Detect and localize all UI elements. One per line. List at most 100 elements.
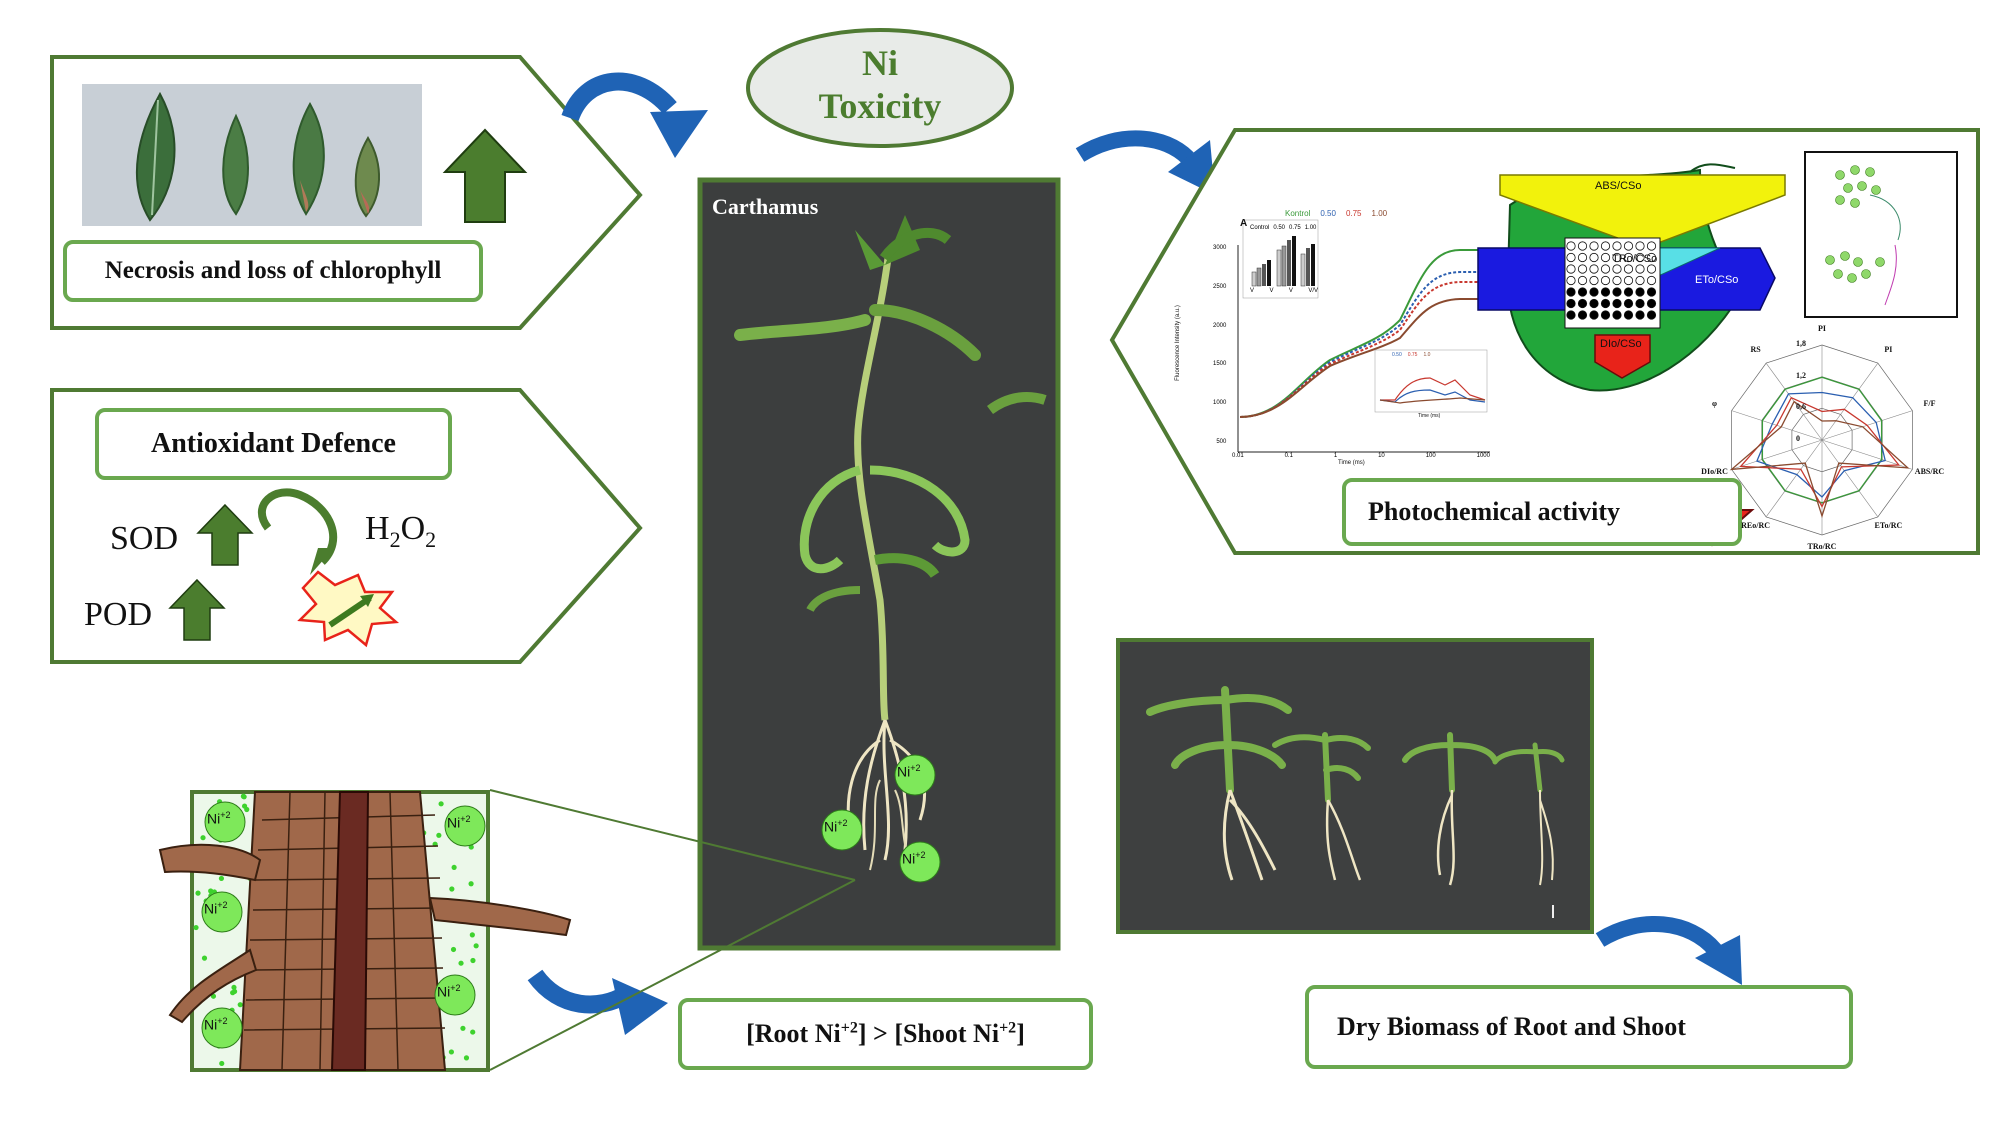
root-shoot-box: [Root Ni+2] > [Shoot Ni+2] [678,998,1093,1070]
h2o2-label: H2O2 [365,510,437,552]
ojip-ylabel: Fluorescence Intensity (a.u.) [1174,305,1181,381]
ros-burst-icon [297,570,400,648]
psii-schematic [1804,151,1958,318]
scavenging-curve-arrow-icon [258,488,338,565]
ojip-xlabel: Time (ms) [1338,460,1365,466]
ojip-ytick: 1500 [1213,361,1227,368]
radar-tick-label: 1,8 [1796,339,1806,348]
zoom-line-bottom [489,879,856,1071]
radar-axis-label: TRo/RC [1807,542,1837,551]
ni-ion-tissue-1 [204,801,246,843]
title-line-2: Toxicity [818,86,942,126]
leaf-1 [136,91,176,222]
ni-ion-tissue-3 [201,891,243,933]
carthamus-plant [697,177,1061,951]
ojip-panel-label: A [1240,218,1248,229]
ojip-inset-legend-item: 1.00 [1304,225,1317,231]
ojip-inset-ticks: V V V V/V [1250,288,1318,294]
ojip-xticks: 0.01 0.1 1 10 100 1000 [1232,453,1490,459]
blue-arrow-to-biomass-icon [1595,916,1742,985]
flux-eto-label: ETo/CSo [1695,274,1739,286]
ni-ion-label-5: Ni+2 [447,814,471,831]
ni-ion-label-8: Ni+2 [204,1016,228,1033]
ni-ion-tissue-2 [444,805,486,847]
ojip-xtick: 100 [1425,453,1436,459]
ojip-ytick: 2000 [1213,322,1227,329]
ojip-yticks: 3000 2500 2000 1500 1000 500 [1213,245,1226,445]
ojip-inset-tick: V/V [1308,288,1318,294]
ojip-inset2-legend-item: 0.50 [1392,352,1402,358]
radar-axis-label: ABS/RC [1914,466,1945,476]
necrosis-label-box: Necrosis and loss of chlorophyll [63,240,483,302]
energy-flux-leaf-model [1477,163,1786,392]
ni-ion-label-6: Ni+2 [204,900,228,917]
ni-ion-photo-1 [894,754,936,796]
radar-axis-label: PI [1818,324,1826,333]
biomass-plants-photo [1116,638,1594,934]
ojip-ytick: 2500 [1213,283,1227,290]
zoom-line-top [489,789,856,881]
ojip-xtick: 10 [1378,453,1385,459]
ojip-inset-tick: V [1269,288,1274,294]
biomass-label: Dry Biomass of Root and Shoot [1337,1012,1686,1041]
ni-ion-tissue-5 [201,1007,243,1049]
ojip-ytick: 500 [1216,438,1227,445]
ni-ion-tissue-4 [434,974,476,1016]
biomass-label-box: Dry Biomass of Root and Shoot [1305,985,1853,1069]
ojip-inset2-legend-item: 0.75 [1407,352,1418,358]
leaf-3 [292,101,325,216]
antioxidant-label: Antioxidant Defence [151,428,396,459]
ojip-inset-legend-item: 0.50 [1273,225,1286,231]
flux-abs-label: ABS/CSo [1595,180,1642,192]
radar-axis-label: DIo/RC [1701,466,1728,476]
ni-ion-label-3: Ni+2 [902,850,926,867]
ojip-ytick: 1000 [1213,400,1227,407]
ojip-legend-item: 1.00 [1371,209,1388,218]
radar-axis-label: F/F [1923,399,1936,409]
radar-tick-label: 0 [1796,434,1800,443]
ojip-xtick: 0.1 [1284,453,1293,459]
title-line-1: Ni [862,43,898,83]
ojip-legend-item: Kontrol [1285,209,1311,218]
ojip-inset-legend-item: 0.75 [1289,225,1301,231]
ojip-legend-item: 0.75 [1345,209,1362,218]
radar-axis-label: RS [1750,344,1761,354]
flux-dio-label: DIo/CSo [1600,338,1642,350]
ojip-inset-tick: V [1288,288,1293,294]
leaf-4 [354,136,380,218]
blue-arrow-to-root-shoot-icon [527,969,668,1035]
ni-ion-label-1: Ni+2 [897,763,921,780]
radar-tick-label: 0,6 [1796,402,1806,412]
ojip-xtick: 0.01 [1232,453,1244,459]
ni-ion-label-2: Ni+2 [824,818,848,835]
necrosis-label: Necrosis and loss of chlorophyll [104,257,442,284]
ojip-ytick: 3000 [1213,245,1227,251]
ojip-legend-item: 0.50 [1320,209,1336,218]
ni-ion-label-7: Ni+2 [437,983,461,1000]
ojip-inset2-legend: 0.50 0.75 1.0 [1392,352,1430,358]
flux-tro-label: TRo/CSo [1612,253,1658,265]
ojip-curve-control [1239,249,1490,418]
ni-ion-photo-2 [821,809,863,851]
radar-axis-label: PI [1884,344,1893,354]
radar-axis-label: REo/RC [1741,521,1771,531]
leaf-2 [222,113,249,216]
pod-label: POD [84,596,153,633]
ojip-chart [1232,218,1494,458]
antioxidant-label-box: Antioxidant Defence [95,408,452,480]
ojip-xtick: 1000 [1476,453,1490,459]
ojip-inset-legend: Control 0.50 0.75 1.00 [1250,225,1316,231]
reaction-center-grid [1566,241,1657,320]
ni-toxicity-ellipse [746,28,1014,148]
ojip-inset-tick: V [1250,288,1255,294]
ojip-xtick: 1 [1333,453,1338,459]
carthamus-label: Carthamus [712,194,819,219]
photochem-label-box: Photochemical activity [1342,478,1742,546]
blue-arrow-to-plant-icon [561,72,708,158]
radar-tick-label: 1,2 [1796,370,1806,380]
ni-ion-label-4: Ni+2 [207,810,231,827]
blue-arrow-to-photochem-icon [1075,130,1215,195]
ojip-curve-100 [1239,298,1490,418]
root-shoot-label: [Root Ni+2] > [Shoot Ni+2] [746,1019,1025,1048]
